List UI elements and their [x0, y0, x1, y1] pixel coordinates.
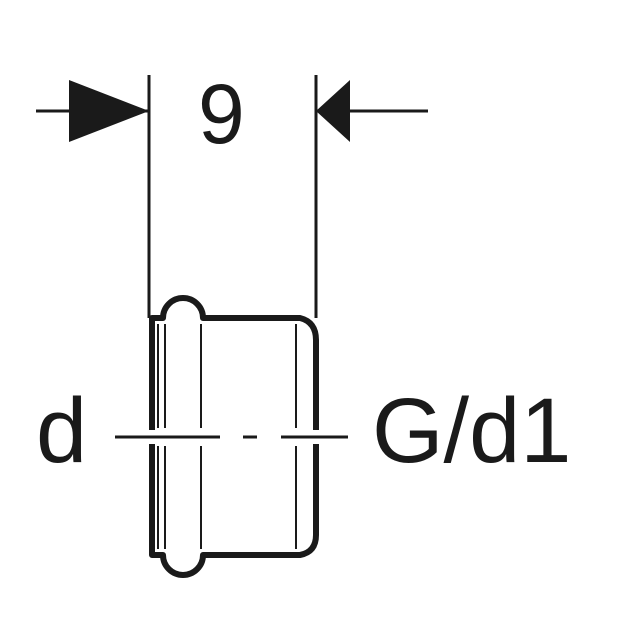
- label-g-d1: G/d1: [372, 380, 572, 482]
- left-arrowhead-icon: [69, 80, 149, 142]
- fitting-outline: [149, 295, 319, 578]
- label-d: d: [36, 380, 88, 482]
- right-arrowhead-icon: [316, 80, 350, 142]
- dimension-value: 9: [198, 67, 245, 161]
- centerline-gap: [110, 428, 355, 446]
